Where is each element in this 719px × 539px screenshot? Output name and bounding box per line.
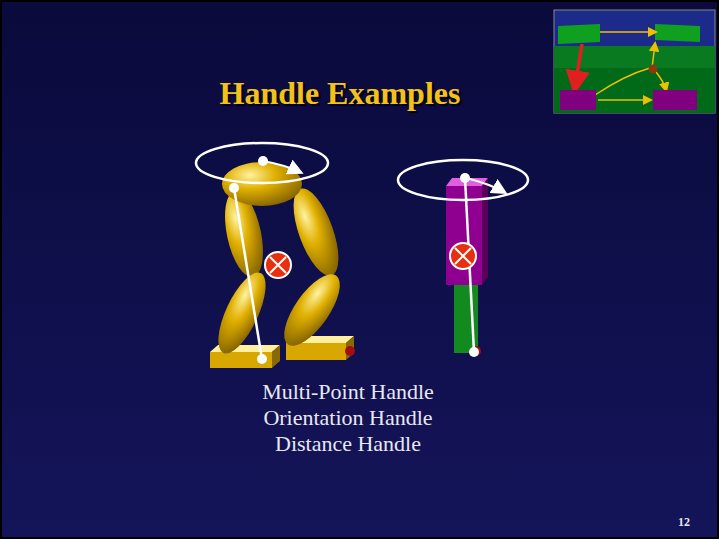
block-figure — [398, 160, 528, 357]
slide-title: Handle Examples — [220, 75, 461, 112]
handle-caption: Multi-Point Handle — [262, 379, 434, 405]
legged-figure — [196, 143, 355, 368]
inset-diagram — [554, 10, 715, 113]
handle-caption: Orientation Handle — [263, 405, 432, 431]
page-number: 12 — [678, 515, 690, 530]
handle-caption: Distance Handle — [275, 431, 421, 457]
